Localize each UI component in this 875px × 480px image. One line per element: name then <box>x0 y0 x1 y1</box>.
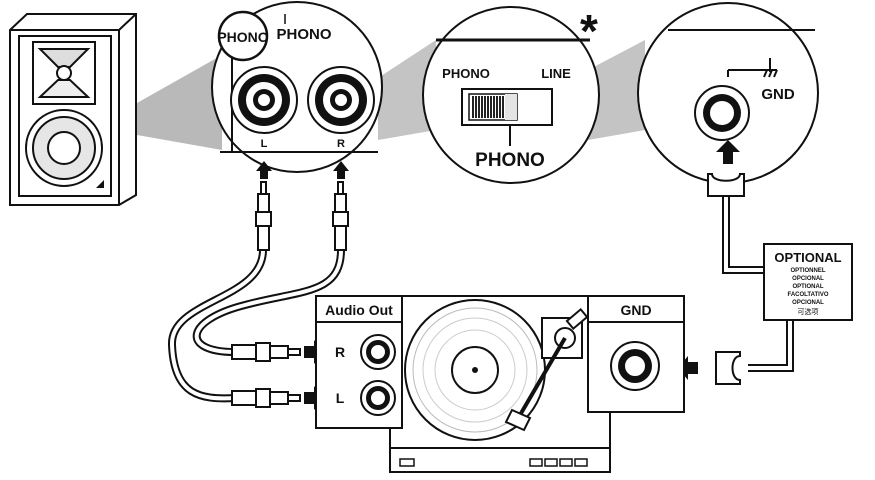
optional-translation: OPCIONAL <box>792 276 824 282</box>
rca-plug-right-side <box>231 342 301 362</box>
zoom-cone-switch-to-gnd <box>588 40 645 140</box>
optional-translation: OPCIONAL <box>792 300 824 306</box>
callout-ground-post: GND <box>637 2 819 197</box>
phono-top-label: PHONO <box>276 26 331 43</box>
turntable: Audio Out R L GND <box>315 295 685 473</box>
phono-badge: PHONO <box>217 10 269 62</box>
optional-translation: OPTIONNEL <box>790 268 825 274</box>
switch-setting-caption: PHONO <box>475 150 545 171</box>
phono-badge-label: PHONO <box>217 29 268 45</box>
spade-lug-turntable <box>715 351 741 385</box>
audio-out-jack-right[interactable] <box>360 334 396 370</box>
gnd-panel-post[interactable] <box>610 341 660 391</box>
optional-tag: OPTIONAL OPTIONNEL OPCIONAL OPTIONAL FAC… <box>763 243 853 321</box>
ground-symbol-icon <box>760 58 778 78</box>
record-platter <box>404 299 546 441</box>
gnd-panel-title: GND <box>620 302 651 318</box>
switch-knurl <box>472 96 504 118</box>
audio-out-right-label: R <box>335 344 345 360</box>
rca-input-right <box>307 66 375 134</box>
rca-cable-left-inner <box>169 248 265 401</box>
optional-translation: FACOLTATIVO <box>788 292 829 298</box>
audio-out-panel: Audio Out R L <box>315 295 403 429</box>
up-arrow-icon <box>333 161 349 179</box>
gnd-label: GND <box>761 86 795 103</box>
speaker <box>9 13 137 206</box>
right-channel-label: R <box>337 138 345 150</box>
up-arrow-icon <box>716 140 740 164</box>
phono-line-switch[interactable] <box>461 88 553 126</box>
switch-line-label: LINE <box>541 66 571 81</box>
tonearm <box>504 307 589 432</box>
up-arrow-icon <box>256 161 272 179</box>
ground-post <box>694 85 750 141</box>
optional-title: OPTIONAL <box>774 250 841 265</box>
spade-lug <box>707 173 745 197</box>
status-light <box>399 458 415 467</box>
rca-cable-left <box>167 246 267 403</box>
switch-phono-label: PHONO <box>442 66 490 81</box>
zoom-cone-speaker <box>137 55 222 150</box>
gnd-panel: GND <box>587 295 685 413</box>
rca-plug-left-top <box>255 181 272 251</box>
left-channel-label: L <box>261 138 268 150</box>
callout-phono-line-switch: PHONO LINE PHONO * <box>422 5 600 184</box>
rca-cable-right-inner <box>194 248 343 354</box>
audio-out-jack-left[interactable] <box>360 380 396 416</box>
rca-plug-right-top <box>332 181 349 251</box>
optional-translation: 可选项 <box>798 307 819 316</box>
zoom-cone-phono-to-switch <box>378 40 436 140</box>
rca-plug-left-side <box>231 388 301 408</box>
asterisk-mark: * <box>580 5 598 57</box>
front-buttons <box>529 458 588 467</box>
rca-input-left <box>230 66 298 134</box>
callout-phono-inputs: PHONO PHONO L R <box>211 1 383 173</box>
audio-out-title: Audio Out <box>325 302 393 318</box>
audio-out-left-label: L <box>336 390 345 406</box>
optional-translation: OPTIONAL <box>793 284 824 290</box>
ground-wire <box>722 197 794 372</box>
